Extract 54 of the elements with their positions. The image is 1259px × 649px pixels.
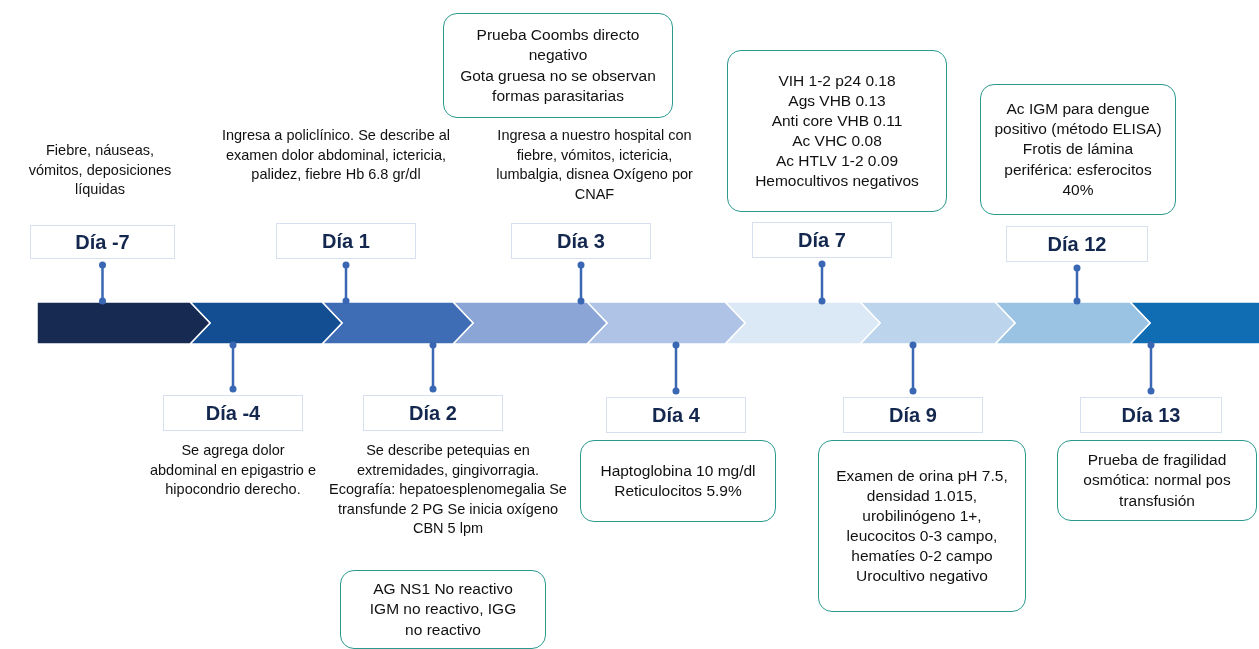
result-box [1057,440,1257,521]
day-label-box [606,397,746,433]
event-description: Ingresa a nuestro hospital con fiebre, vómitos, ictericia, lumbalgia, disnea Oxígeno por CNAF [495,126,694,204]
day-label-box [30,225,175,259]
day-label: Día 4 [652,403,700,427]
result-text: VIH 1-2 p24 0.18 [778,70,896,91]
result-text: Gota gruesa no se observan formas parasitarias [459,65,657,106]
day-label-box [1080,397,1222,433]
result-text: AG NS1 No reactivo [373,579,513,600]
result-text: IGM no reactivo, IGG no reactivo [368,599,518,640]
event-description: Se agrega dolor abdominal en epigastrio e hipocondrio derecho. [148,441,318,500]
result-text: Reticulocitos 5.9% [614,481,742,501]
event-description: Fiebre, náuseas, vómitos, deposiciones líquidas [27,141,173,200]
pin-connector [909,341,917,395]
result-box [340,570,546,649]
day-label: Día 1 [322,229,370,253]
day-label-box [843,397,983,433]
result-text: Anti core VHB 0.11 [771,110,903,131]
day-label-box [163,395,303,431]
pin-connector [672,341,680,395]
pin-connector [229,341,237,393]
day-label: Día 2 [409,401,457,425]
result-box [727,50,947,212]
day-label-box [1006,226,1148,262]
result-box [818,440,1026,612]
result-text: Prueba de fragilidad osmótica: normal pos transfusión [1082,450,1232,511]
result-box [980,84,1176,215]
timeline-chevron-bar [37,302,1259,344]
result-text: Ac VHC 0.08 [792,131,882,151]
result-box [580,440,776,522]
day-label: Día 9 [889,403,937,427]
day-label-box [363,395,503,431]
result-text: Ags VHB 0.13 [788,90,886,111]
result-text: Prueba Coombs directo negativo [475,25,641,66]
event-description: Ingresa a policlínico. Se describe al examen dolor abdominal, ictericia, palidez, fiebre Hb 6.8 gr/dl [220,126,452,185]
result-text: Examen de orina pH 7.5, densidad 1.015, urobilinógeno 1+, leucocitos 0-3 campo, hematíes 0-2 campo [835,465,1009,567]
result-text: Hemocultivos negativos [755,171,919,192]
result-box [443,13,673,118]
day-label: Día -4 [205,401,261,425]
day-label-box [276,223,416,259]
result-text: Haptoglobina 10 mg/dl [600,460,756,481]
day-label-box [752,222,892,258]
day-label: Día 3 [557,229,605,253]
day-label: Día 12 [1047,232,1107,256]
pin-connector [1147,341,1155,395]
event-description: Se describe petequias en extremidades, gingivorragia. Ecografía: hepatoesplenomegalia Se transfunde 2 PG Se inicia oxígeno CBN 5 lpm [328,441,568,539]
day-label: Día -7 [75,230,130,254]
day-label: Día 7 [798,228,846,252]
result-text: Ac IGM para dengue positivo (método ELISA) [993,99,1163,140]
result-text: Frotis de lámina periférica: esferocitos 40% [1003,139,1153,200]
day-label-box [511,223,651,259]
result-text: Ac HTLV 1-2 0.09 [775,151,899,172]
day-label: Día 13 [1121,403,1181,427]
result-text: Urocultivo negativo [856,566,988,587]
